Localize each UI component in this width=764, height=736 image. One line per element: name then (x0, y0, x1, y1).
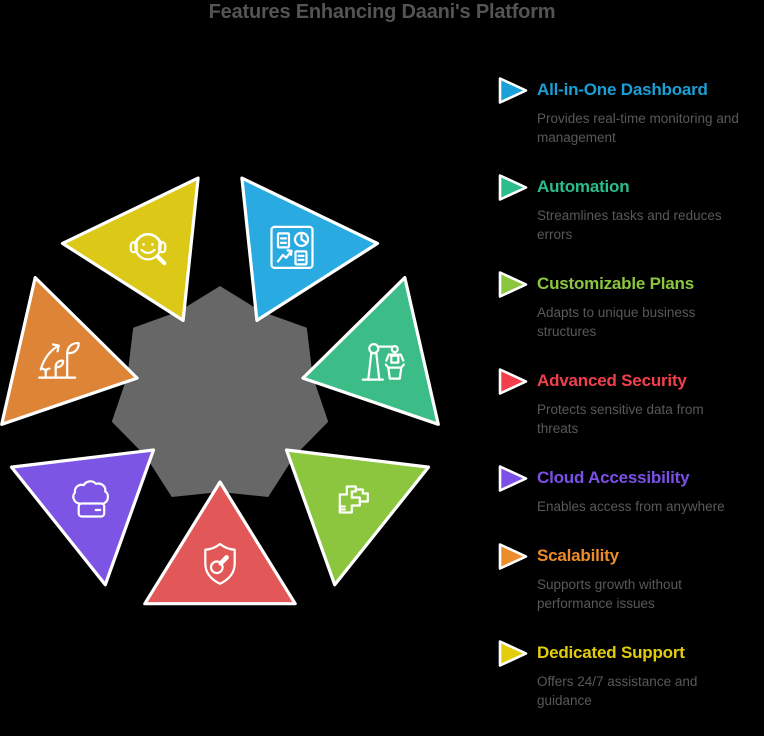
cloud-storage-icon (72, 480, 110, 518)
bullet-triangle-icon (498, 271, 528, 298)
legend-item-cloud-accessibility: Cloud Accessibility Enables access from … (497, 464, 759, 516)
legend-item-dashboard: All-in-One Dashboard Provides real-time … (497, 76, 759, 147)
growth-icon (38, 341, 80, 379)
features-legend: All-in-One Dashboard Provides real-time … (497, 76, 759, 736)
legend-item-description: Streamlines tasks and reduces errors (537, 208, 722, 242)
triangle-scalability (0, 276, 139, 426)
robot-arm-icon (361, 343, 405, 381)
legend-item-description: Enables access from anywhere (537, 499, 725, 514)
bullet-triangle-icon (498, 543, 528, 570)
bullet-triangle-icon (498, 465, 528, 492)
legend-item-title: Automation (537, 177, 630, 196)
legend-item-advanced-security: Advanced Security Protects sensitive dat… (497, 367, 759, 438)
headset-support-icon (129, 233, 167, 266)
triangle-dashboard (240, 176, 380, 322)
legend-item-customizable-plans: Customizable Plans Adapts to unique busi… (497, 270, 759, 341)
legend-item-description: Supports growth without performance issu… (537, 577, 682, 611)
center-gear-shape (111, 286, 329, 497)
legend-item-automation: Automation Streamlines tasks and reduces… (497, 173, 759, 244)
triangle-advanced-security (143, 480, 297, 606)
legend-item-description: Adapts to unique business structures (537, 305, 696, 339)
legend-item-description: Provides real-time monitoring and manage… (537, 111, 739, 145)
bullet-triangle-icon (498, 640, 528, 667)
triangle-customizable-plans (284, 448, 431, 587)
legend-item-scalability: Scalability Supports growth without perf… (497, 542, 759, 613)
legend-item-description: Offers 24/7 assistance and guidance (537, 674, 698, 708)
legend-item-description: Protects sensitive data from threats (537, 402, 704, 436)
shield-gauge-icon (204, 542, 236, 585)
bullet-triangle-icon (498, 368, 528, 395)
bullet-triangle-icon (498, 174, 528, 201)
legend-item-title: Cloud Accessibility (537, 468, 690, 487)
legend-item-title: Customizable Plans (537, 274, 694, 293)
legend-item-dedicated-support: Dedicated Support Offers 24/7 assistance… (497, 639, 759, 710)
legend-item-title: Dedicated Support (537, 643, 685, 662)
dashboard-icon (270, 225, 314, 270)
bullet-triangle-icon (498, 77, 528, 104)
legend-item-title: Scalability (537, 546, 619, 565)
features-diagram (0, 176, 440, 606)
legend-item-title: Advanced Security (537, 371, 687, 390)
puzzle-icon (338, 485, 369, 514)
legend-item-title: All-in-One Dashboard (537, 80, 708, 99)
page-title: Features Enhancing Daani's Platform (208, 1, 556, 23)
